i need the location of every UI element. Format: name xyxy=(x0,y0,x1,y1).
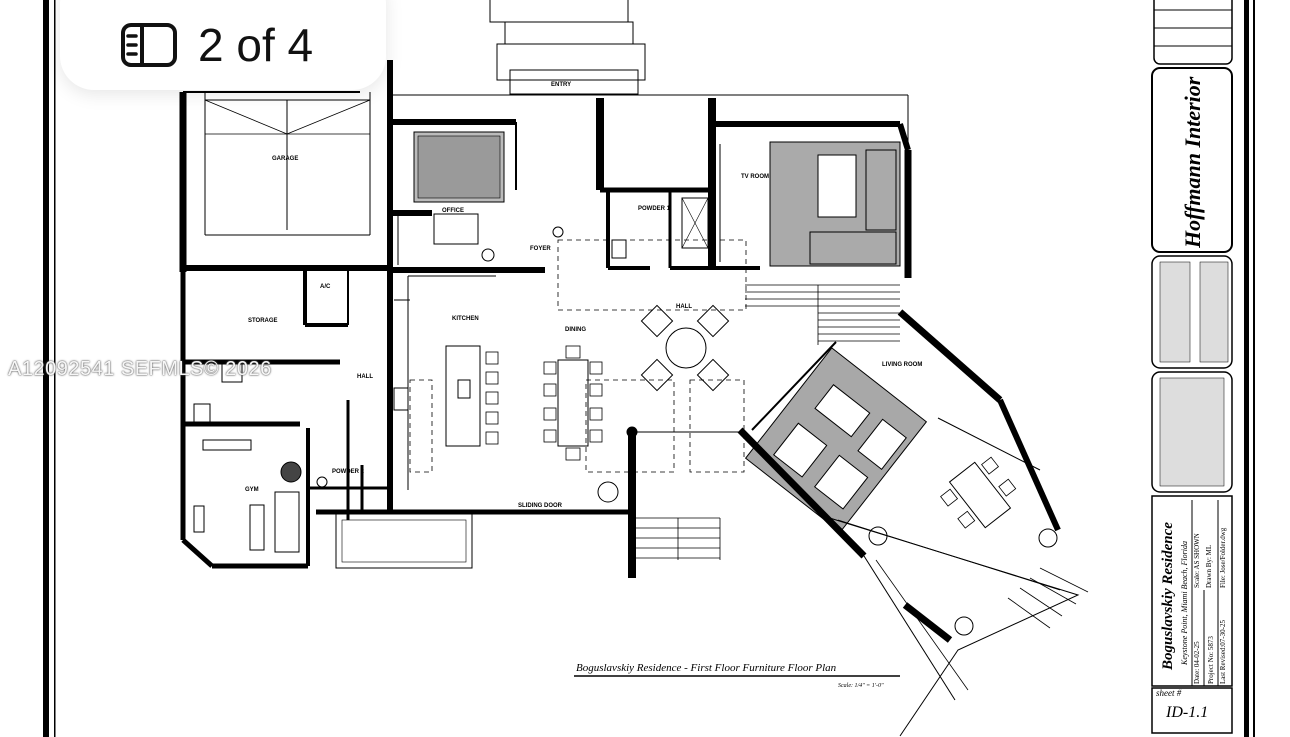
floor-plan xyxy=(179,0,1089,737)
label-garage: GARAGE xyxy=(272,156,298,162)
photo-counter-button[interactable]: 2 of 4 xyxy=(60,0,386,90)
label-tv-room: TV ROOM xyxy=(741,174,769,180)
gallery-icon xyxy=(121,23,177,67)
room-labels: ENTRY GARAGE OFFICE FOYER POWDER 1 TV RO… xyxy=(245,82,922,509)
label-sliding-door: SLIDING DOOR xyxy=(518,503,563,509)
label-living-room: LIVING ROOM xyxy=(882,362,922,368)
label-hall-2: HALL xyxy=(357,374,373,380)
label-dining: DINING xyxy=(565,327,586,333)
tb-date: Date: 04-02-25 xyxy=(1193,641,1201,684)
sheet-number: ID-1.1 xyxy=(1166,704,1209,721)
photo-counter-text: 2 of 4 xyxy=(198,19,314,71)
tb-scale: Scale: AS SHOWN xyxy=(1193,533,1201,588)
label-office: OFFICE xyxy=(442,208,464,214)
tb-file: File: Jose/Folder.dwg xyxy=(1219,527,1227,588)
sheet-label: sheet # xyxy=(1156,688,1182,698)
project-location: Keystone Point, Miami Beach, Florida xyxy=(1180,541,1189,665)
project-name: Boguslavskiy Residence xyxy=(1160,522,1176,670)
label-kitchen: KITCHEN xyxy=(452,316,479,322)
label-powder2: POWDER 2 xyxy=(332,469,365,475)
label-ac: A/C xyxy=(320,284,331,290)
tb-drawn-by: Drawn By: ML xyxy=(1205,544,1213,588)
plan-scale: Scale: 1/4" = 1'-0" xyxy=(838,682,884,689)
plan-title: Boguslavskiy Residence - First Floor Fur… xyxy=(576,662,837,674)
mls-watermark: A12092541 SEFMLS© 2026 xyxy=(8,358,272,380)
label-powder1: POWDER 1 xyxy=(638,206,671,212)
tb-last-revised: Last Revised:07-30-25 xyxy=(1219,620,1227,684)
title-block xyxy=(1151,0,1233,734)
firm-name: Hoffmann Interior Design xyxy=(1180,73,1205,248)
label-entry: ENTRY xyxy=(551,82,571,88)
label-gym: GYM xyxy=(245,487,259,493)
label-foyer: FOYER xyxy=(530,246,551,252)
label-hall: HALL xyxy=(676,304,692,310)
tb-project-no: Project No: 5873 xyxy=(1207,636,1215,684)
label-storage: STORAGE xyxy=(248,318,278,324)
